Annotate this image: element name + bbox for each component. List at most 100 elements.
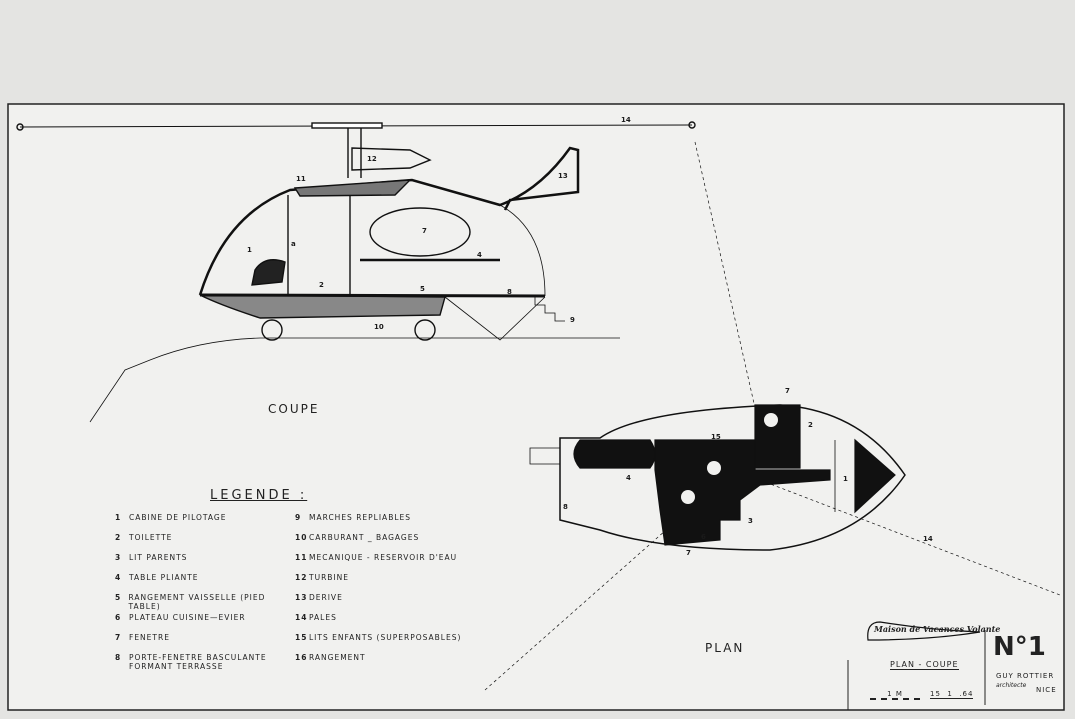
label-13: 13 (558, 172, 568, 180)
label-8: 8 (507, 288, 512, 296)
section-view (16, 121, 696, 423)
legend-label: RANGEMENT (309, 653, 366, 662)
plan-title: PLAN (705, 641, 744, 655)
legend-num: 10 (295, 533, 308, 542)
legend-num: 1 (115, 513, 122, 522)
legend-num: 4 (115, 573, 122, 582)
legend-num: 7 (115, 633, 122, 642)
legend-num: 13 (295, 593, 308, 602)
legend-heading: LEGENDE : (210, 488, 308, 503)
label-14: 14 (621, 116, 631, 124)
label-11: 11 (296, 175, 306, 183)
section-title: COUPE (268, 402, 319, 416)
label-5: 5 (420, 285, 425, 293)
legend-num: 15 (295, 633, 308, 642)
sheet-type: PLAN - COUPE (890, 660, 959, 670)
pilot-seat (251, 259, 286, 286)
plan-label-7a: 7 (785, 387, 790, 395)
legend-num: 16 (295, 653, 308, 662)
legend-num: 9 (295, 513, 302, 522)
turbine (351, 147, 432, 171)
plan-label-6: 6 (701, 533, 706, 541)
legend-label: CARBURANT _ BAGAGES (309, 533, 420, 542)
legend-num: 12 (295, 573, 308, 582)
plan-label-1: 1 (843, 475, 848, 483)
legend-num: 8 (115, 653, 122, 662)
plan-label-2: 2 (808, 421, 813, 429)
ground-line (89, 337, 620, 423)
section-labels: 1 a 2 5 4 7 8 9 10 11 12 13 14 (247, 116, 631, 331)
legend-item: 2 TOILETTE (115, 533, 295, 553)
legend: LEGENDE : 1 CABINE DE PILOTAGE 2 TOILETTE … (115, 488, 475, 673)
legend-num: 14 (295, 613, 308, 622)
legend-label: CABINE DE PILOTAGE (129, 513, 227, 522)
label-10: 10 (374, 323, 384, 331)
plan-label-8: 8 (563, 503, 568, 511)
mechanical-tank (293, 179, 412, 197)
legend-label: MECANIQUE - RESERVOIR D'EAU (309, 553, 458, 562)
logo-text: Maison de Vacances Volante (874, 624, 1001, 634)
legend-label: PORTE-FENETRE BASCULANTE FORMANT TERRASS… (129, 653, 267, 671)
drawing-frame (7, 103, 1065, 711)
legend-item: 5 RANGEMENT VAISSELLE (PIED TABLE) (115, 593, 295, 613)
legend-num: 11 (295, 553, 308, 562)
legend-item: 9 MARCHES REPLIABLES (295, 513, 475, 533)
fixed-furniture (654, 439, 831, 546)
legend-label: FENETRE (129, 633, 170, 642)
legend-label: PLATEAU CUISINE—EVIER (129, 613, 246, 622)
scale-bar: 1 M (870, 690, 920, 700)
legend-label: TABLE PLIANTE (129, 573, 199, 582)
legend-label: DERIVE (309, 593, 343, 602)
legend-label: TOILETTE (129, 533, 173, 542)
plan-label-7b: 7 (686, 549, 691, 557)
architect-city: NICE (1036, 686, 1057, 694)
label-9: 9 (570, 316, 575, 324)
label-1: 1 (247, 246, 252, 254)
legend-item: 6 PLATEAU CUISINE—EVIER (115, 613, 295, 633)
drawing-date: 15 1 .64 (930, 690, 974, 699)
legend-label: MARCHES REPLIABLES (309, 513, 412, 522)
plan-label-3: 3 (748, 517, 753, 525)
label-2: 2 (319, 281, 324, 289)
plan-label-4: 4 (626, 474, 631, 482)
legend-item: 1 CABINE DE PILOTAGE (115, 513, 295, 533)
window (369, 207, 471, 257)
label-4: 4 (477, 251, 482, 259)
plan-label-15: 15 (711, 433, 721, 441)
sheet-number: N°1 (993, 632, 1046, 662)
plan-label-14: 14 (923, 535, 933, 543)
plan-view (484, 141, 1061, 691)
fuselage-top (198, 146, 580, 296)
legend-label: TURBINE (309, 573, 349, 582)
legend-num: 6 (115, 613, 122, 622)
label-12: 12 (367, 155, 377, 163)
fuel-tank (199, 294, 446, 319)
plan-labels: 1 2 3 4 6 7 7 8 15 14 (563, 387, 933, 557)
label-a: a (291, 240, 296, 248)
legend-item: 8 PORTE-FENETRE BASCULANTE FORMANT TERRAS… (115, 653, 295, 673)
legend-col-left: 1 CABINE DE PILOTAGE 2 TOILETTE 3 LIT PAREN… (115, 513, 295, 673)
architect-name: GUY ROTTIER (996, 672, 1055, 680)
legend-label: LIT PARENTS (129, 553, 188, 562)
legend-label: RANGEMENT VAISSELLE (PIED TABLE) (128, 593, 266, 611)
legend-label: LITS ENFANTS (SUPERPOSABLES) (309, 633, 462, 642)
legend-item: 7 FENETRE (115, 633, 295, 653)
architect-role: architecte (996, 682, 1027, 689)
legend-num: 5 (115, 593, 122, 602)
legend-label: PALES (309, 613, 337, 622)
legend-item: 4 TABLE PLIANTE (115, 573, 295, 593)
label-7: 7 (422, 227, 427, 235)
logo-wing (867, 621, 981, 641)
legend-num: 3 (115, 553, 122, 562)
folding-steps (534, 297, 565, 322)
legend-num: 2 (115, 533, 122, 542)
legend-item: 3 LIT PARENTS (115, 553, 295, 573)
